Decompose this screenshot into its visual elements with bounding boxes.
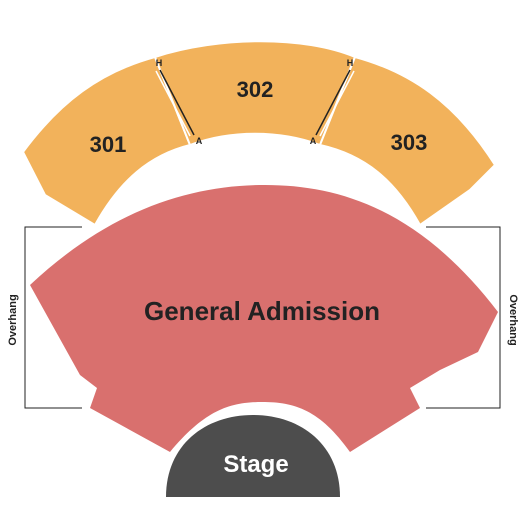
section-302-label: 302 [237, 77, 274, 102]
row-marker-left-a: A [196, 136, 203, 146]
aisle-left-line [159, 69, 195, 136]
stage-shape[interactable] [166, 415, 340, 497]
section-301-label: 301 [90, 132, 127, 157]
row-marker-left-h: H [156, 58, 163, 68]
general-admission-label: General Admission [144, 296, 380, 326]
aisle-left-line-white [155, 70, 191, 137]
row-marker-right-h: H [347, 58, 354, 68]
row-marker-right-a: A [310, 136, 317, 146]
stage-label: Stage [223, 451, 288, 478]
overhang-right-label: Overhang [507, 294, 519, 345]
aisle-right-line-white [319, 70, 355, 137]
overhang-left-bracket [24, 226, 82, 409]
general-admission-shape[interactable] [30, 185, 498, 452]
overhang-right-bracket [426, 226, 501, 409]
aisle-right-line [315, 69, 351, 136]
section-303-shape[interactable] [318, 55, 497, 227]
overhang-left-label: Overhang [7, 294, 19, 345]
section-303-label: 303 [391, 130, 428, 155]
